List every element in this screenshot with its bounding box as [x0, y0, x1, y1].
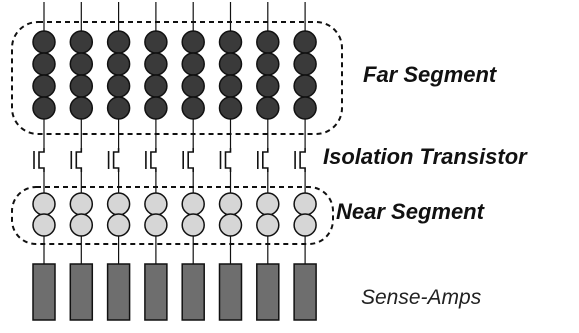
far-cell-col-8-3 — [293, 74, 317, 98]
near-cell-col-8-2 — [293, 213, 317, 237]
sense-amp-col-5 — [181, 263, 205, 321]
far-cell-col-6-1 — [218, 30, 243, 54]
sense-amp-col-4 — [144, 263, 168, 321]
isolation-transistor-channel-col-8 — [299, 148, 306, 172]
near-segment-box — [11, 186, 334, 245]
far-cell-col-5-3 — [181, 74, 205, 98]
near-cell-col-6-1 — [218, 192, 243, 216]
near-cell-col-3-2 — [106, 213, 131, 237]
far-cell-col-1-2 — [32, 52, 56, 76]
sense-amp-col-2 — [69, 263, 94, 321]
sense-amps-label: Sense-Amps — [361, 286, 482, 309]
far-cell-col-1-4 — [32, 96, 56, 120]
isolation-transistor-channel-col-4 — [150, 148, 157, 172]
far-segment-box — [11, 21, 343, 135]
far-cell-col-7-1 — [256, 30, 280, 54]
far-cell-col-5-4 — [181, 96, 205, 120]
far-cell-col-6-2 — [218, 52, 243, 76]
near-cell-col-2-1 — [69, 192, 94, 216]
far-segment-label: Far Segment — [363, 62, 497, 87]
isolation-transistor-channel-col-5 — [187, 148, 194, 172]
sense-amp-col-7 — [256, 263, 280, 321]
far-cell-col-4-3 — [144, 74, 168, 98]
far-cell-col-2-3 — [69, 74, 94, 98]
far-cell-col-5-2 — [181, 52, 205, 76]
far-cell-col-2-4 — [69, 96, 94, 120]
near-cell-col-4-2 — [144, 213, 168, 237]
far-cell-col-5-1 — [181, 30, 205, 54]
far-cell-col-3-3 — [106, 74, 131, 98]
segment-boxes — [11, 21, 343, 245]
isolation-transistor-channel-col-2 — [75, 148, 83, 172]
near-cell-col-7-1 — [256, 192, 280, 216]
bitline-columns — [32, 2, 317, 321]
near-cell-col-5-2 — [181, 213, 205, 237]
far-cell-col-7-2 — [256, 52, 280, 76]
near-cell-col-7-2 — [256, 213, 280, 237]
isolation-transistor-label: Isolation Transistor — [323, 144, 527, 169]
isolation-transistor-channel-col-1 — [38, 148, 45, 172]
sense-amp-col-6 — [218, 263, 243, 321]
far-cell-col-7-4 — [256, 96, 280, 120]
near-cell-col-2-2 — [69, 213, 94, 237]
far-cell-col-8-4 — [293, 96, 317, 120]
far-cell-col-4-4 — [144, 96, 168, 120]
far-cell-col-4-2 — [144, 52, 168, 76]
isolation-transistor-channel-col-3 — [112, 148, 120, 172]
far-cell-col-8-1 — [293, 30, 317, 54]
near-segment-label: Near Segment — [336, 199, 484, 224]
sense-amp-col-8 — [293, 263, 317, 321]
near-cell-col-4-1 — [144, 192, 168, 216]
far-cell-col-6-3 — [218, 74, 243, 98]
far-cell-col-3-4 — [106, 96, 131, 120]
far-cell-col-3-2 — [106, 52, 131, 76]
near-cell-col-6-2 — [218, 213, 243, 237]
far-cell-col-2-2 — [69, 52, 94, 76]
far-cell-col-6-4 — [218, 96, 243, 120]
near-cell-col-1-2 — [32, 213, 56, 237]
near-cell-col-3-1 — [106, 192, 131, 216]
near-cell-col-8-1 — [293, 192, 317, 216]
far-cell-col-2-1 — [69, 30, 94, 54]
far-cell-col-1-3 — [32, 74, 56, 98]
far-cell-col-4-1 — [144, 30, 168, 54]
far-cell-col-3-1 — [106, 30, 131, 54]
isolation-transistor-channel-col-6 — [224, 148, 232, 172]
sense-amp-col-1 — [32, 263, 56, 321]
far-cell-col-1-1 — [32, 30, 56, 54]
near-cell-col-1-1 — [32, 192, 56, 216]
isolation-transistor-channel-col-7 — [262, 148, 269, 172]
far-cell-col-7-3 — [256, 74, 280, 98]
far-cell-col-8-2 — [293, 52, 317, 76]
near-cell-col-5-1 — [181, 192, 205, 216]
sense-amp-col-3 — [106, 263, 131, 321]
